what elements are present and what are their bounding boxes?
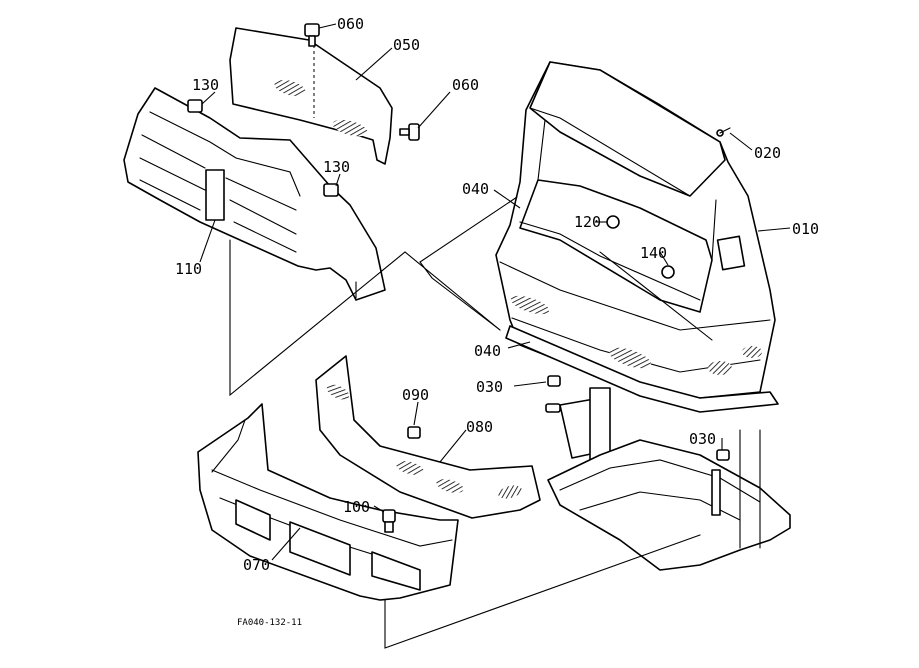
label-040-top: 040 [462,180,489,198]
label-020: 020 [754,144,781,162]
label-110: 110 [175,260,202,278]
nut-120 [606,215,620,229]
label-050: 050 [393,36,420,54]
nut-030-top [545,375,561,413]
label-140: 140 [640,244,667,262]
nut-140 [661,265,675,279]
clip-130-right [323,183,339,197]
clip-090 [407,426,421,439]
label-120: 120 [574,213,601,231]
label-040-bottom: 040 [474,342,501,360]
clip-130-left [187,99,203,113]
label-030-top: 030 [476,378,503,396]
bumper-frame-070 [197,403,459,601]
label-130-left: 130 [192,76,219,94]
bolt-060-top [304,23,320,47]
bolt-100 [382,509,396,533]
label-010: 010 [792,220,819,238]
label-030-bottom: 030 [689,430,716,448]
drawing-code: FA040-132-11 [237,618,302,628]
bonnet-010 [495,61,779,413]
label-100: 100 [343,498,370,516]
label-080: 080 [466,418,493,436]
label-090: 090 [402,386,429,404]
label-060-right: 060 [452,76,479,94]
grille-panel-050 [229,27,393,165]
bumper-panel-080 [315,355,541,519]
nut-030-bottom [716,449,730,461]
screw-020 [716,127,731,137]
bolt-060-right [399,123,420,141]
label-060-top: 060 [337,15,364,33]
bracket-and-base [547,387,791,571]
label-130-right: 130 [323,158,350,176]
label-070: 070 [243,556,270,574]
